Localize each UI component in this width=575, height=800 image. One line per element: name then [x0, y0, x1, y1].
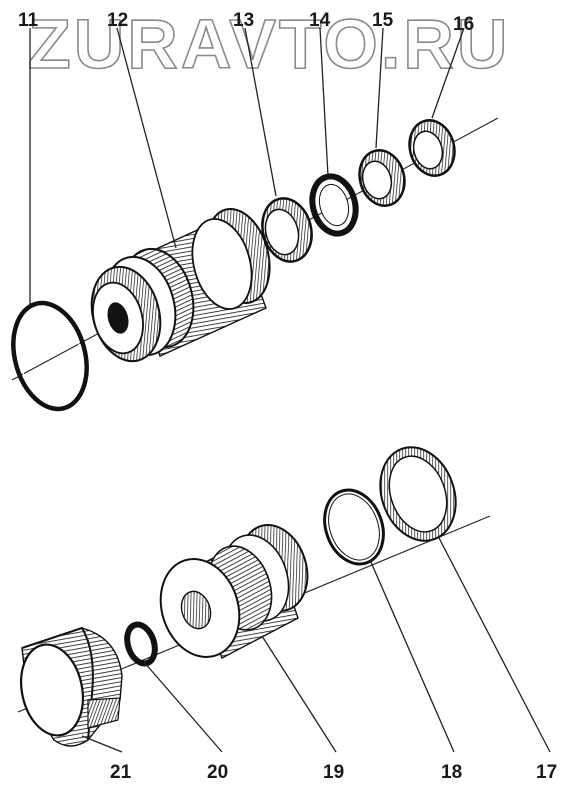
callout-13: 13 [233, 10, 254, 31]
callout-19: 19 [323, 762, 344, 783]
part-15-bushing [358, 149, 406, 207]
leader-17 [437, 535, 551, 753]
callout-15: 15 [372, 10, 394, 31]
leader-15 [375, 27, 384, 149]
leader-20 [143, 661, 223, 753]
leader-21 [81, 735, 123, 753]
leader-14 [319, 27, 329, 177]
callout-20: 20 [207, 762, 228, 783]
callout-16: 16 [453, 14, 474, 35]
leader-19 [261, 635, 337, 753]
part-13-bearing-ring [261, 197, 313, 263]
callout-17: 17 [536, 762, 557, 783]
callout-18: 18 [441, 762, 462, 783]
callout-12: 12 [107, 10, 128, 31]
callout-21: 21 [110, 762, 132, 783]
watermark-text: ZURAVTO.RU [28, 5, 510, 83]
part-18-thin-ring [323, 488, 385, 566]
part-21-brake-band [20, 626, 123, 747]
part-17-outer-ring [379, 446, 457, 542]
part-16-thrust-ring [408, 119, 456, 177]
callout-14: 14 [309, 10, 331, 31]
callout-labels: 11 12 13 14 15 16 17 18 19 20 21 [18, 10, 557, 783]
part-12-clutch-drum [90, 207, 271, 363]
leader-12 [116, 27, 177, 249]
callout-11: 11 [18, 10, 39, 31]
lower-assembly [17, 446, 551, 753]
leader-18 [369, 559, 455, 753]
leader-13 [244, 27, 277, 197]
upper-assembly [11, 27, 499, 412]
leader-16 [431, 27, 465, 119]
part-14-seal-ring [309, 173, 359, 237]
part-20-washer [124, 621, 158, 667]
part-19-piston [159, 524, 309, 659]
part-11-snap-ring [11, 300, 89, 412]
